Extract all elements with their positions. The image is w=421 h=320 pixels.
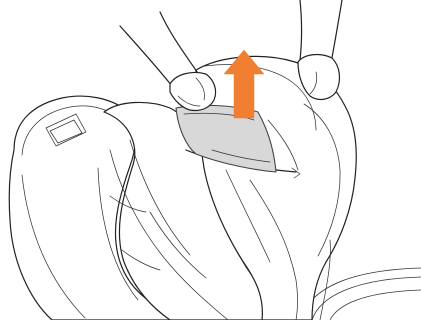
right-hand-icon <box>298 0 342 99</box>
left-hand-icon <box>120 12 216 111</box>
